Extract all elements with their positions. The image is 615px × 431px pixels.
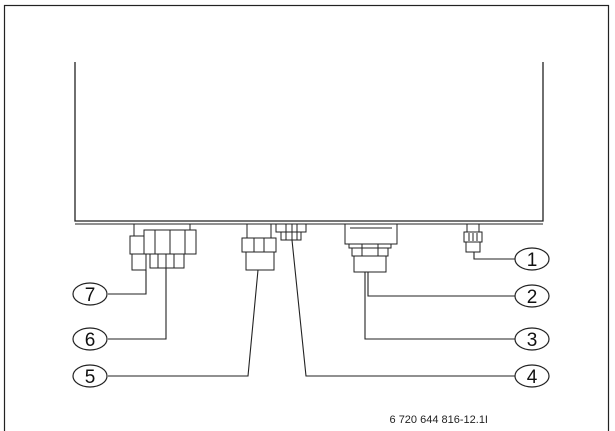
callout-1: 1 (514, 247, 550, 271)
fitting-4 (275, 223, 307, 241)
callout-label: 4 (527, 367, 538, 388)
leader-line-3 (364, 272, 515, 340)
callout-4: 4 (514, 364, 550, 388)
reference-code: 6 720 644 816-12.1I (390, 414, 488, 426)
fitting-2-3 (344, 223, 398, 273)
callout-7: 7 (72, 282, 108, 306)
leader-line-5 (108, 269, 259, 377)
fitting-1 (463, 223, 483, 253)
callout-label: 2 (527, 287, 538, 308)
appliance-casing (74, 62, 544, 225)
leader-line-2 (367, 272, 515, 297)
callout-6: 6 (72, 327, 108, 351)
leader-line-6 (108, 268, 167, 340)
fitting-5 (241, 223, 277, 271)
callout-5: 5 (72, 364, 108, 388)
leader-line-4 (291, 239, 515, 377)
callout-label: 3 (527, 330, 538, 351)
callout-label: 5 (85, 367, 96, 388)
callout-label: 6 (85, 330, 96, 351)
leader-lines (108, 239, 515, 377)
leader-line-1 (473, 252, 515, 260)
fitting-6-7 (129, 223, 197, 271)
callout-label: 7 (85, 285, 96, 306)
leader-line-7 (108, 270, 147, 295)
callout-label: 1 (527, 250, 538, 271)
callout-2: 2 (514, 284, 550, 308)
callout-3: 3 (514, 327, 550, 351)
diagram-frame (3, 4, 610, 431)
